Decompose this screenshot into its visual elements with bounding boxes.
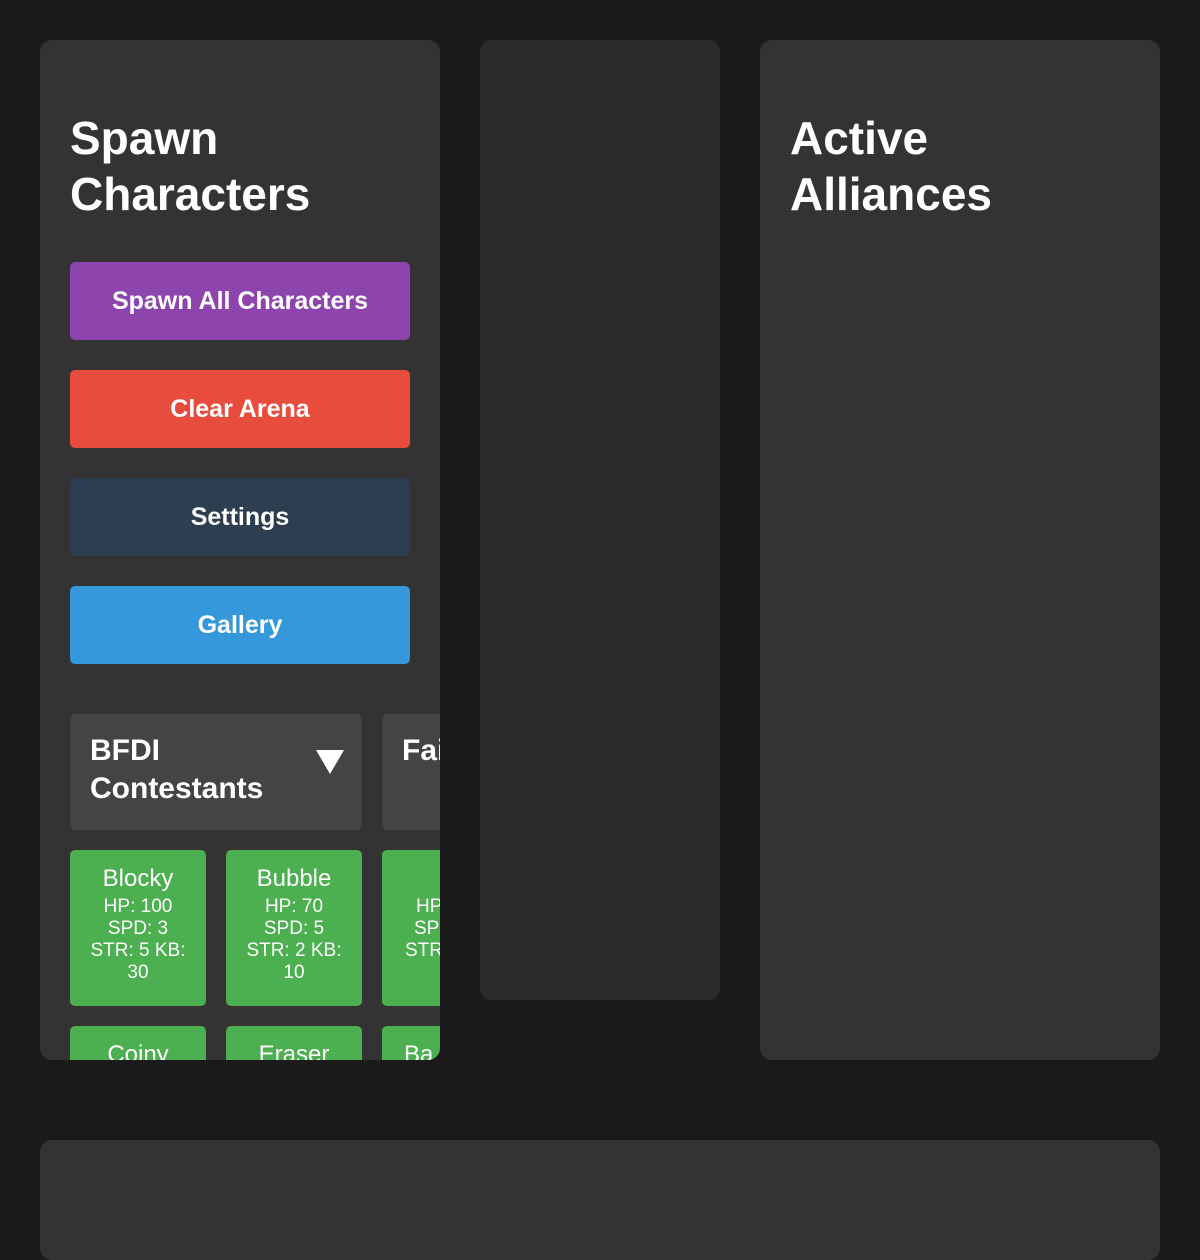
character-str-kb: STR: 5 KB: 30 [90,940,186,983]
arena-panel[interactable] [480,40,720,1000]
character-hp: HP: 70 [264,896,324,917]
spawn-characters-panel: Spawn Characters Spawn All Characters Cl… [40,40,440,1060]
character-stats: HP SP STR [396,896,440,962]
character-spd: SPD: 3 [107,918,169,939]
character-spd: SPD: 5 [263,918,325,939]
alliances-panel-title: Active Alliances [790,112,992,220]
spawn-panel-title: Spawn Characters [70,112,311,220]
active-alliances-panel: Active Alliances [760,40,1160,1060]
bottom-panel [40,1140,1160,1260]
character-name: Bubble [256,865,332,892]
character-name: Coiny [107,1041,169,1060]
character-str-kb: STR [405,940,440,961]
character-stats: HP: 100 SPD: 3 STR: 5 KB: 30 [78,896,198,984]
character-card-ba[interactable]: Ba [382,1026,440,1060]
character-name: Ba [404,1041,434,1060]
character-name: Blocky [102,865,174,892]
category-tab-bfdi-contestants[interactable]: BFDI Contestants [70,714,362,830]
character-str-kb: STR: 2 KB: 10 [246,940,342,983]
character-card-bubble[interactable]: Bubble HP: 70 SPD: 5 STR: 2 KB: 10 [226,850,362,1006]
character-spd: SP [414,918,440,939]
character-card-8[interactable]: 8 HP SP STR [382,850,440,1006]
character-card-blocky[interactable]: Blocky HP: 100 SPD: 3 STR: 5 KB: 30 [70,850,206,1006]
character-card-coiny[interactable]: Coiny [70,1026,206,1060]
settings-button[interactable]: Settings [70,478,410,556]
character-hp: HP [416,896,440,917]
character-stats: HP: 70 SPD: 5 STR: 2 KB: 10 [234,896,354,984]
character-card-eraser[interactable]: Eraser [226,1026,362,1060]
character-hp: HP: 100 [103,896,173,917]
character-name: 8 [382,864,440,894]
character-name: Eraser [258,1041,330,1060]
category-label: BFDI Contestants [90,734,264,805]
triangle-down-icon [316,750,344,774]
category-tab-second[interactable]: Fai De [382,714,440,830]
clear-arena-button[interactable]: Clear Arena [70,370,410,448]
gallery-button[interactable]: Gallery [70,586,410,664]
spawn-all-characters-button[interactable]: Spawn All Characters [70,262,410,340]
category-label: Fai De [402,734,440,767]
